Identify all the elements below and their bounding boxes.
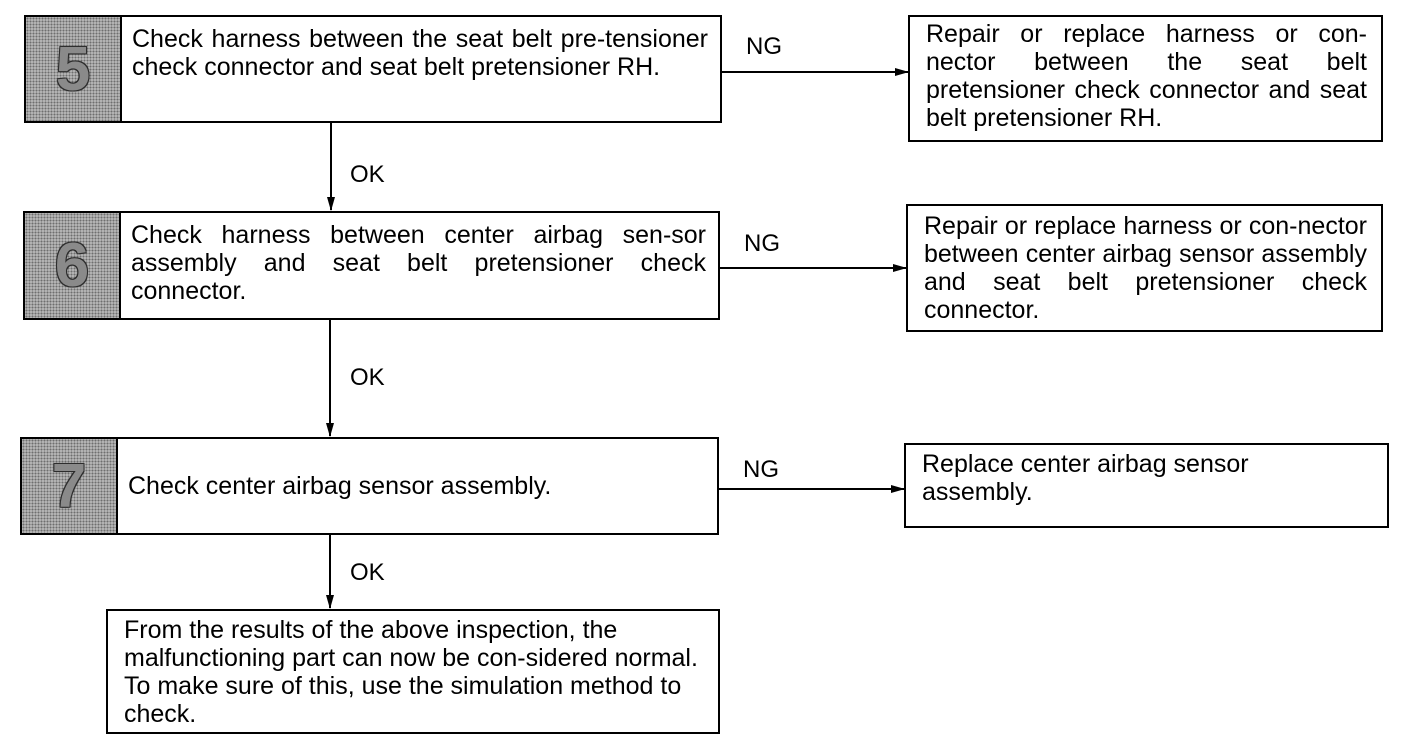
step-7-box: 7 Check center airbag sensor assembly. <box>20 437 719 535</box>
step-5-text: Check harness between the seat belt pre-… <box>132 25 708 81</box>
step-6-box: 6 Check harness between center airbag se… <box>23 211 720 320</box>
ng-result-5: Repair or replace harness or con-nector … <box>908 15 1383 142</box>
ok-label-6: OK <box>350 364 385 391</box>
ng-result-6: Repair or replace harness or con-nector … <box>906 204 1383 332</box>
ng-label-7: NG <box>743 456 779 483</box>
ok-label-5: OK <box>350 161 385 188</box>
step-number-6: 6 <box>25 213 121 318</box>
ng-label-5: NG <box>746 33 782 60</box>
final-conclusion-box: From the results of the above inspection… <box>106 609 720 734</box>
ng-label-6: NG <box>744 230 780 257</box>
step-number-5: 5 <box>26 17 122 121</box>
step-7-text: Check center airbag sensor assembly. <box>128 472 552 500</box>
step-number-7: 7 <box>22 439 118 533</box>
step-6-text: Check harness between center airbag sen-… <box>131 221 706 305</box>
ng-result-7: Replace center airbag sensor assembly. <box>904 443 1389 528</box>
ok-label-7: OK <box>350 559 385 586</box>
step-5-box: 5 Check harness between the seat belt pr… <box>24 15 722 123</box>
